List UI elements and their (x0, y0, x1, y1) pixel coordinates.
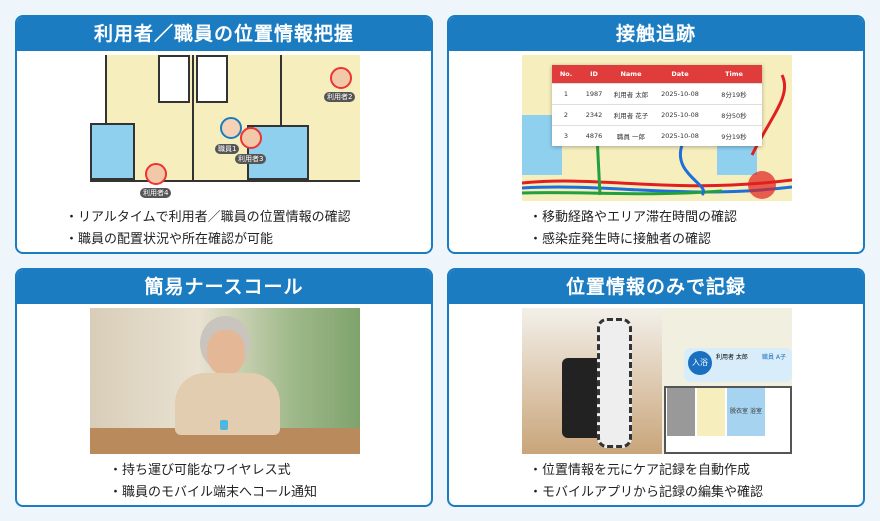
avatar-label: 職員1 (215, 144, 240, 154)
bath-badge: 入浴 (688, 351, 712, 375)
avatar-label: 利用者2 (324, 92, 356, 102)
card-title: 利用者／職員の位置情報把握 (17, 17, 431, 51)
card-title: 位置情報のみで記録 (449, 270, 863, 304)
card-location-tracking: 利用者／職員の位置情報把握 利用者2 職員1 利用者3 利用者4 リアルタイムで… (15, 15, 433, 254)
floor-map-image: 利用者2 職員1 利用者3 利用者4 (90, 55, 360, 201)
card-nurse-call: 簡易ナースコール 持ち運び可能なワイヤレス式 職員のモバイル端末へコール通知 (15, 268, 433, 507)
card-title: 接触追跡 (449, 17, 863, 51)
bullet: 持ち運び可能なワイヤレス式 (109, 460, 317, 482)
bullet: リアルタイムで利用者／職員の位置情報の確認 (65, 207, 351, 229)
card-auto-record: 位置情報のみで記録 脱衣室 浴室 入浴 利用者 太郎 職員 A子 位置情報を元に… (447, 268, 865, 507)
staff-name: 職員 A子 (762, 354, 787, 361)
avatar-label: 利用者4 (140, 188, 172, 198)
avatar-label: 利用者3 (235, 154, 267, 164)
elderly-woman-photo (90, 308, 360, 454)
bullet: 感染症発生時に接触者の確認 (529, 229, 737, 251)
resident-avatar[interactable] (240, 127, 262, 149)
care-record-image: 脱衣室 浴室 入浴 利用者 太郎 職員 A子 (522, 308, 792, 454)
card-title: 簡易ナースコール (17, 270, 431, 304)
bullet-list: リアルタイムで利用者／職員の位置情報の確認 職員の配置状況や所在確認が可能 (65, 207, 351, 251)
resident-avatar[interactable] (145, 163, 167, 185)
bullet-list: 移動経路やエリア滞在時間の確認 感染症発生時に接触者の確認 (529, 207, 737, 251)
bullet: 位置情報を元にケア記録を自動作成 (529, 460, 763, 482)
bullet: 移動経路やエリア滞在時間の確認 (529, 207, 737, 229)
bullet-list: 持ち運び可能なワイヤレス式 職員のモバイル端末へコール通知 (109, 460, 317, 504)
room-label: 脱衣室 浴室 (727, 388, 765, 436)
bullet: 職員の配置状況や所在確認が可能 (65, 229, 351, 251)
record-popup: 入浴 利用者 太郎 職員 A子 (684, 348, 792, 382)
bullet: 職員のモバイル端末へコール通知 (109, 482, 317, 504)
resident-avatar[interactable] (330, 67, 352, 89)
bullet: モバイルアプリから記録の編集や確認 (529, 482, 763, 504)
bullet-list: 位置情報を元にケア記録を自動作成 モバイルアプリから記録の編集や確認 (529, 460, 763, 504)
resident-name: 利用者 太郎 (716, 354, 748, 361)
staff-avatar[interactable] (220, 117, 242, 139)
